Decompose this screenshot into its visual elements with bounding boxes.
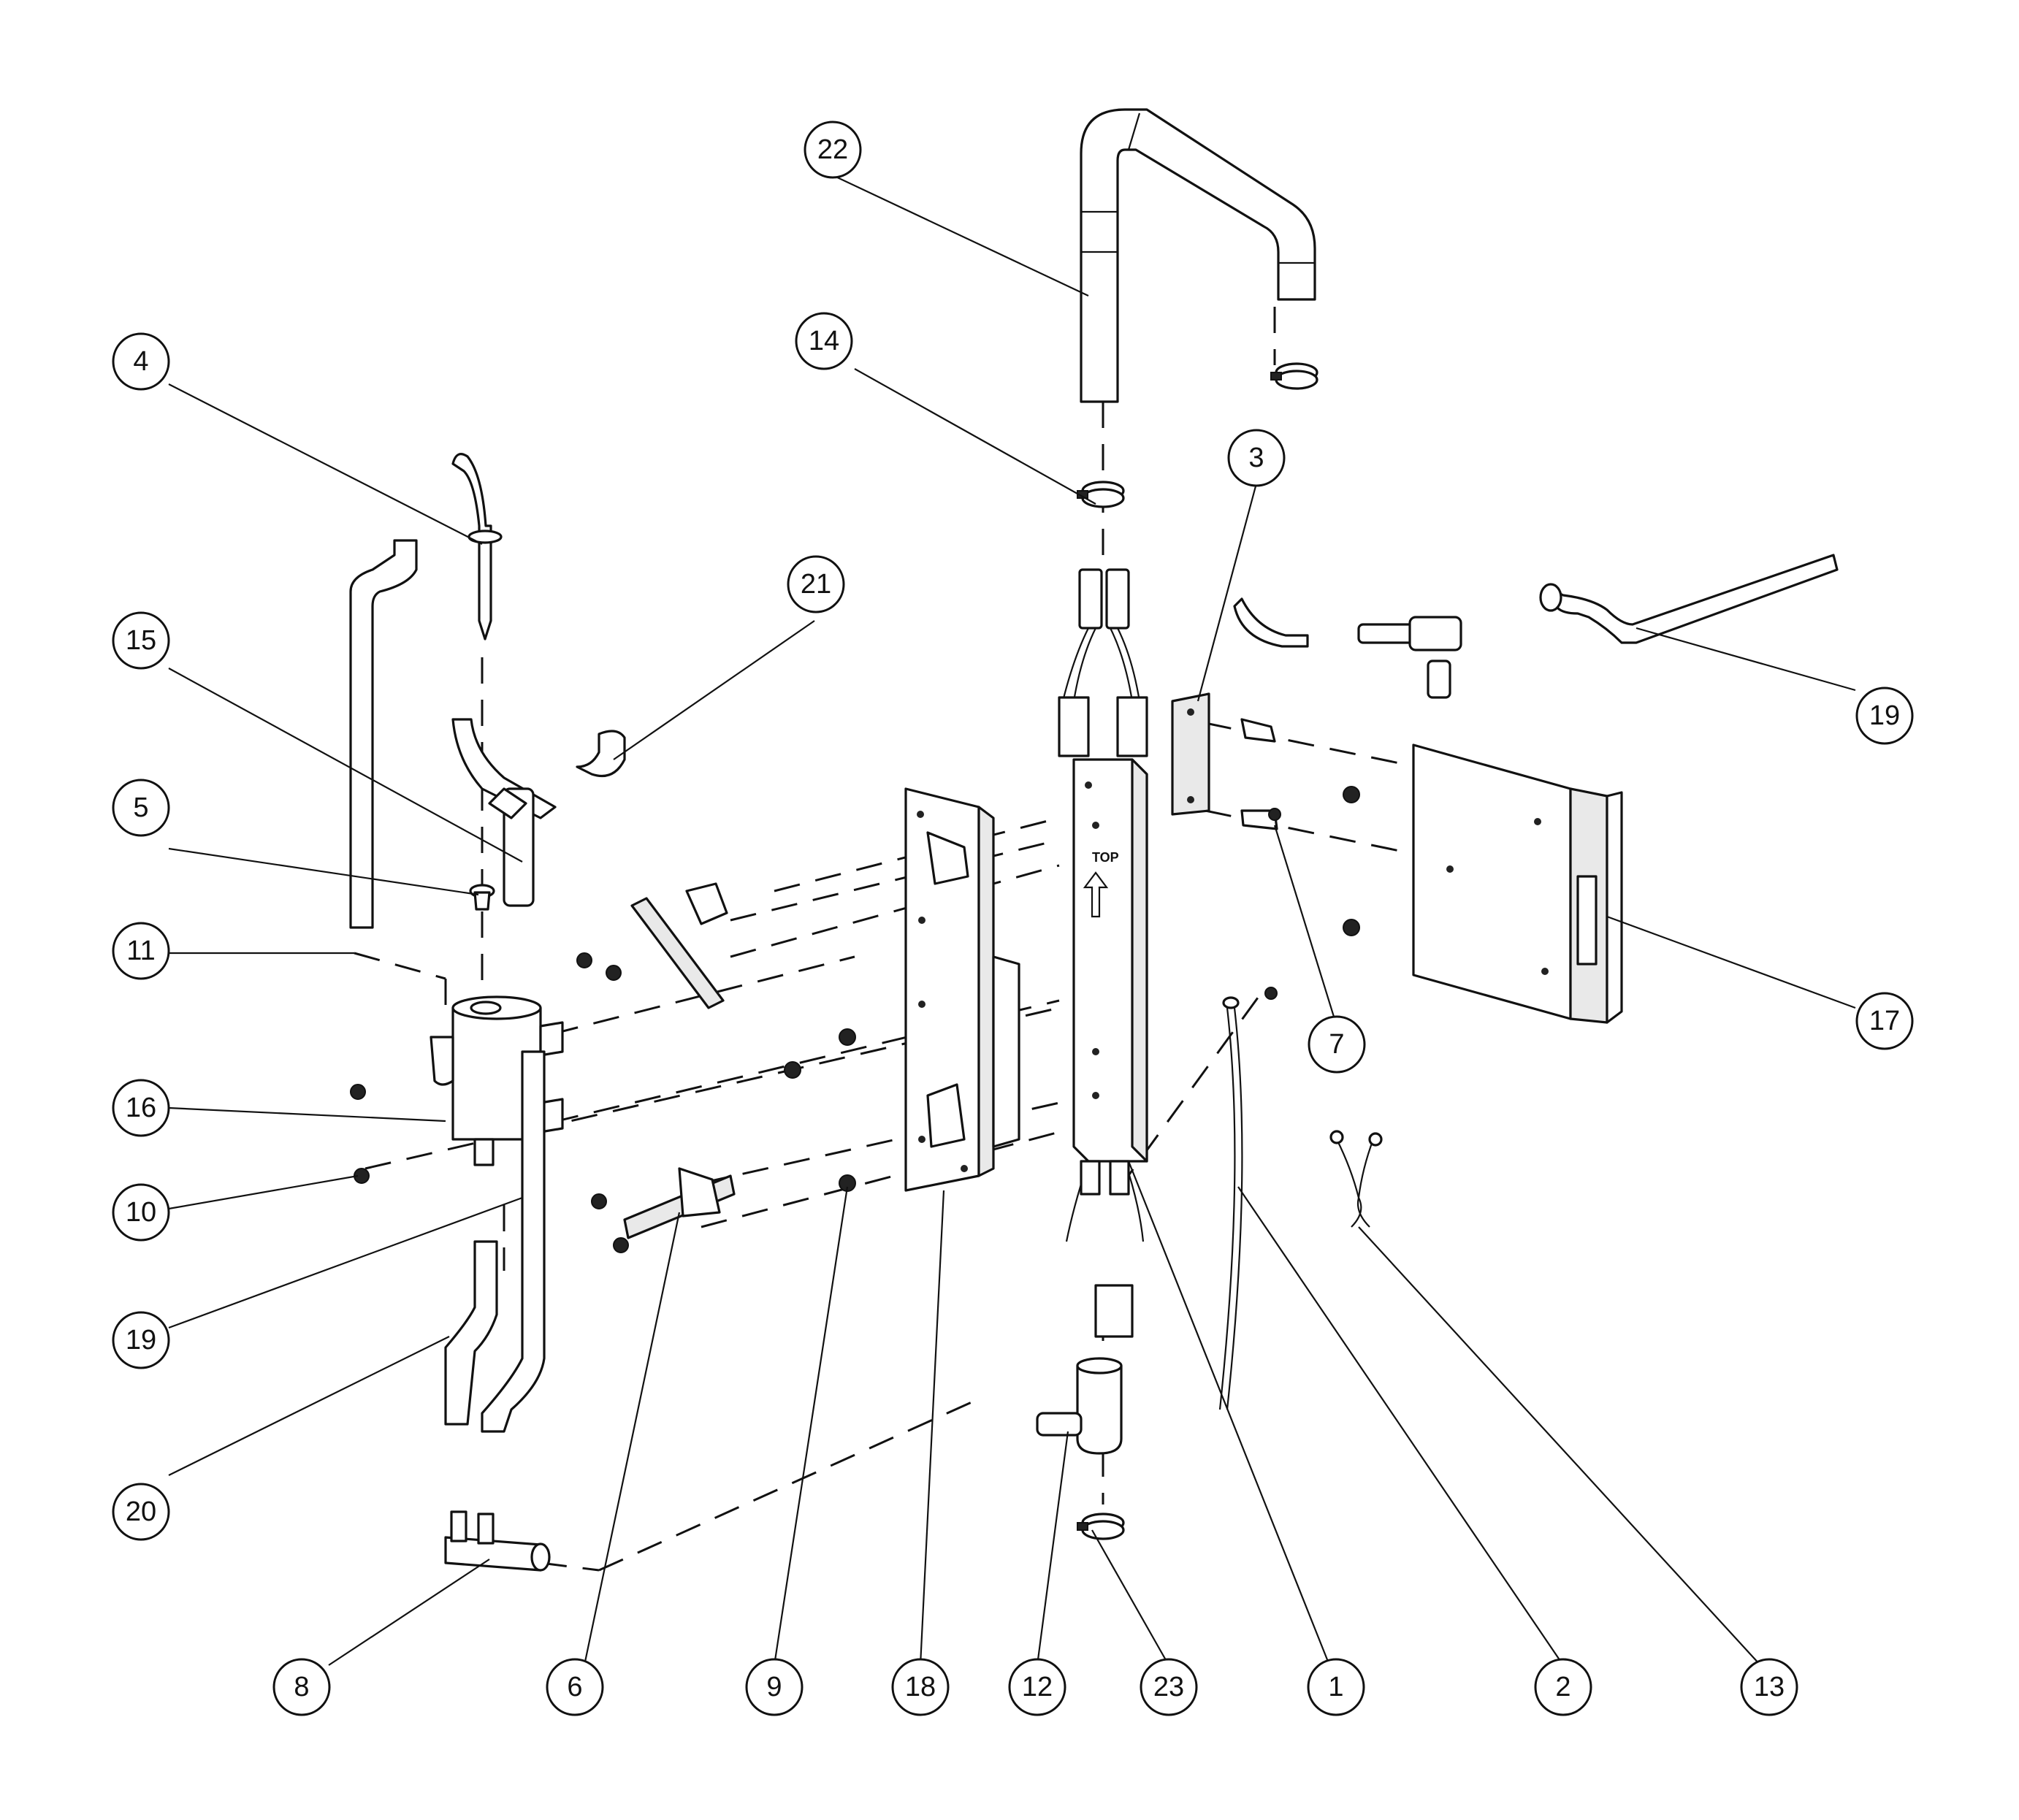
hose-19-upper (1539, 554, 1839, 644)
svg-text:19: 19 (1869, 700, 1900, 731)
callout-22: 22 (804, 121, 862, 179)
callout-19-upper: 19 (1855, 687, 1914, 745)
elbow-21 (576, 730, 626, 778)
svg-text:19: 19 (126, 1325, 156, 1356)
callout-2: 2 (1534, 1658, 1592, 1716)
tee-fitting-upper-right (1357, 616, 1462, 699)
callout-10: 10 (112, 1183, 170, 1242)
callout-15: 15 (112, 611, 170, 670)
terminal-connector-7 (1240, 718, 1281, 830)
leader-lines (168, 175, 1856, 1666)
valve-bracket-6-lower (623, 1167, 736, 1239)
svg-text:11: 11 (126, 936, 155, 966)
hose-19-lower (481, 1050, 546, 1433)
heater-element-1: TOP (1058, 568, 1148, 1338)
svg-text:4: 4 (133, 346, 148, 377)
svg-text:2: 2 (1555, 1672, 1570, 1702)
mounting-plate-17 (1412, 743, 1623, 1024)
svg-text:5: 5 (133, 792, 148, 823)
callout-11: 11 (112, 922, 170, 980)
y-fitting-15 (451, 718, 557, 907)
callout-12: 12 (1008, 1658, 1066, 1716)
callout-1: 1 (1307, 1658, 1365, 1716)
svg-text:13: 13 (1754, 1672, 1785, 1702)
callout-5: 5 (112, 779, 170, 837)
callout-21: 21 (787, 555, 845, 613)
svg-text:10: 10 (126, 1197, 156, 1228)
hose-clamp-23 (1077, 1513, 1125, 1540)
callout-6: 6 (546, 1658, 604, 1716)
svg-text:9: 9 (766, 1672, 782, 1702)
callout-8: 8 (272, 1658, 331, 1716)
svg-text:17: 17 (1869, 1006, 1900, 1036)
svg-text:21: 21 (801, 569, 831, 600)
svg-text:22: 22 (817, 134, 848, 165)
mounting-bracket-18 (904, 787, 1020, 1192)
callout-4: 4 (112, 332, 170, 391)
callout-23: 23 (1140, 1658, 1198, 1716)
svg-text:15: 15 (126, 625, 156, 656)
svg-text:8: 8 (294, 1672, 309, 1702)
screw-set (350, 786, 1360, 1253)
svg-text:20: 20 (126, 1496, 156, 1527)
reservoir-16 (430, 995, 564, 1166)
svg-text:6: 6 (567, 1672, 582, 1702)
elbow-hose-upper-right (1233, 597, 1309, 648)
svg-text:14: 14 (809, 326, 839, 356)
callout-17: 17 (1855, 992, 1914, 1050)
callout-16: 16 (112, 1079, 170, 1137)
callout-20: 20 (112, 1483, 170, 1541)
svg-text:16: 16 (126, 1093, 156, 1123)
panel-top-marking: TOP (1092, 850, 1119, 865)
tee-fitting-8 (444, 1510, 551, 1572)
hose-22 (1080, 108, 1316, 403)
callout-9: 9 (745, 1658, 804, 1716)
callout-13: 13 (1740, 1658, 1798, 1716)
svg-text:3: 3 (1248, 443, 1264, 473)
hose-20 (444, 1240, 498, 1426)
callout-18: 18 (891, 1658, 950, 1716)
svg-text:1: 1 (1328, 1672, 1343, 1702)
svg-text:23: 23 (1153, 1672, 1184, 1702)
grommet-5 (469, 884, 495, 911)
wire-clip-13 (1329, 1130, 1383, 1228)
svg-text:7: 7 (1329, 1029, 1344, 1060)
callout-3: 3 (1227, 429, 1286, 487)
hose-clamp-14 (1077, 481, 1125, 508)
elbow-fitting-12 (1036, 1357, 1123, 1455)
callout-7: 7 (1308, 1015, 1366, 1074)
hose-left-vertical (349, 539, 418, 929)
valve-bracket-6-upper (630, 882, 728, 1009)
callout-19-lower: 19 (112, 1311, 170, 1369)
svg-text:12: 12 (1022, 1672, 1053, 1702)
svg-text:18: 18 (905, 1672, 936, 1702)
probe-4 (451, 453, 503, 641)
terminal-board-3 (1171, 692, 1210, 816)
ground-cable-2 (1218, 987, 1278, 1410)
hose-clamp-top-right (1270, 362, 1318, 390)
callout-14: 14 (795, 312, 853, 370)
